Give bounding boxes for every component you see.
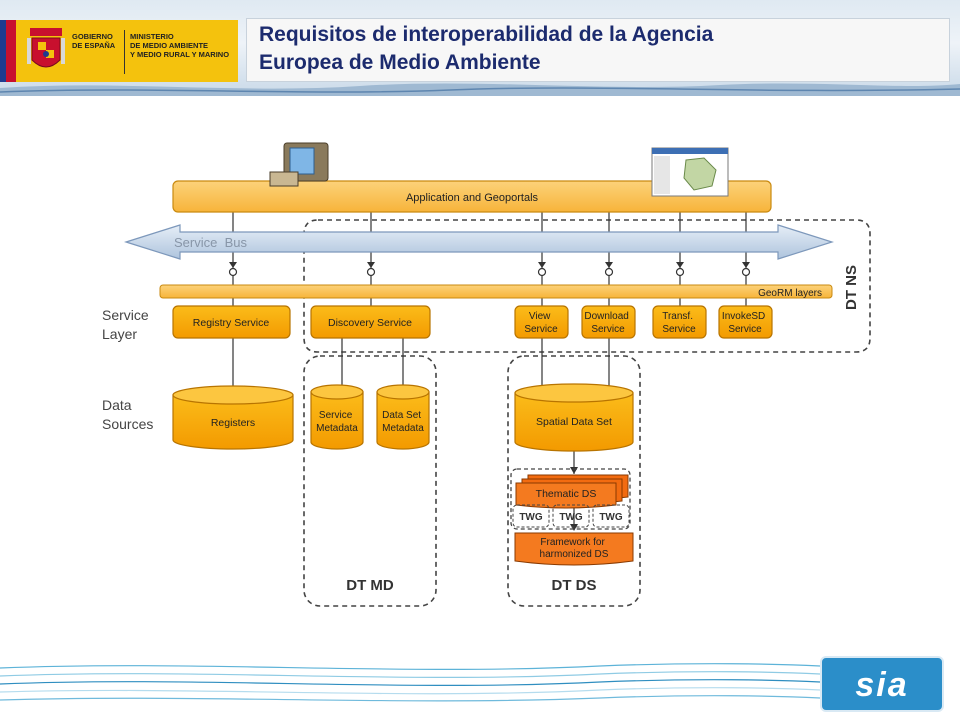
slide-header: GOBIERNO DE ESPAÑA MINISTERIO DE MEDIO A…: [0, 0, 960, 96]
georm-layers-bar: [159, 284, 833, 299]
transf-service-box: [652, 305, 707, 339]
sia-logo-text: sia: [855, 666, 908, 704]
arrowheads: [229, 262, 750, 531]
invokesd-service-box: [718, 305, 773, 339]
data-sources-line1: Data: [102, 397, 132, 413]
title-box: Requisitos de interoperabilidad de la Ag…: [246, 18, 950, 82]
service-layer-line1: Service: [102, 307, 149, 323]
service-metadata-label: Service Metadata: [316, 410, 358, 434]
dt-ds-label: DT DS: [552, 577, 597, 594]
registry-service-label: Registry Service: [193, 317, 270, 329]
registers-label: Registers: [211, 417, 255, 429]
coat-of-arms-icon: [27, 28, 65, 68]
application-geoportals-label: Application and Geoportals: [406, 192, 539, 204]
dt-md-region: [303, 355, 437, 607]
government-logo: GOBIERNO DE ESPAÑA MINISTERIO DE MEDIO A…: [0, 20, 238, 82]
spatial-data-set-cylinder: [514, 383, 634, 452]
service-metadata-cylinder: [310, 384, 364, 450]
transf-service-label: Transf. Service: [662, 311, 696, 335]
download-service-box: [581, 305, 636, 339]
view-service-box: [514, 305, 569, 339]
framework-harmonized-box: [514, 532, 634, 566]
dataset-metadata-cylinder: [376, 384, 430, 450]
thematic-twg-region: [510, 468, 631, 530]
data-sources-label: Data Sources: [102, 397, 153, 432]
connector-lines: [232, 212, 747, 530]
download-service-label: Download Service: [584, 311, 631, 335]
twg-label-1: TWG: [519, 512, 543, 523]
service-bus-label: Service Bus: [174, 235, 247, 250]
discovery-service-box: [310, 305, 431, 339]
lollipop-connectors: [228, 267, 751, 277]
sia-logo: sia: [820, 656, 944, 712]
spatial-data-set-label: Spatial Data Set: [536, 416, 612, 428]
registers-cylinder: [172, 385, 294, 450]
gov-logo-text-ministerio: MINISTERIO DE MEDIO AMBIENTE Y MEDIO RUR…: [130, 32, 230, 59]
page-title-line1: Requisitos de interoperabilidad de la Ag…: [259, 23, 714, 46]
view-service-label: View Service: [524, 311, 558, 335]
gov-logo-text-gobierno: GOBIERNO DE ESPAÑA: [72, 32, 116, 50]
invokesd-service-label: InvokeSD Service: [722, 311, 768, 335]
service-layer-line2: Layer: [102, 326, 137, 342]
twg-box-3: [592, 504, 630, 528]
thematic-ds-label: Thematic DS: [536, 488, 597, 500]
footer-wave-lines: [0, 663, 821, 702]
service-layer-label: Service Layer: [102, 307, 153, 342]
discovery-service-label: Discovery Service: [328, 317, 412, 329]
twg-label-3: TWG: [599, 512, 623, 523]
page-title-line2: Europea de Medio Ambiente: [259, 51, 541, 74]
application-geoportals-bar: [172, 180, 772, 213]
georm-layers-label: GeoRM layers: [758, 288, 822, 299]
dt-ns-label: DT NS: [843, 265, 860, 310]
dt-ns-region: [303, 219, 871, 353]
thematic-ds-stack: [515, 474, 629, 509]
registry-service-box: [172, 305, 291, 339]
header-wave-decoration: [0, 83, 960, 96]
twg-box-2: [552, 504, 590, 528]
flag-stripe-red: [6, 20, 16, 82]
gov-logo-separator: [124, 30, 125, 74]
framework-harmonized-label: Framework for harmonized DS: [540, 537, 609, 560]
service-bus-arrow: [124, 224, 834, 260]
computer-icon: [269, 142, 329, 187]
dt-ds-region: [507, 355, 641, 607]
twg-label-2: TWG: [559, 512, 583, 523]
dataset-metadata-label: Data Set Metadata: [382, 410, 424, 434]
dt-md-label: DT MD: [346, 577, 394, 594]
twg-box-1: [512, 504, 550, 528]
data-sources-line2: Sources: [102, 416, 153, 432]
map-screenshot-icon: [651, 147, 729, 197]
sia-logo-mark: sia: [855, 666, 908, 704]
